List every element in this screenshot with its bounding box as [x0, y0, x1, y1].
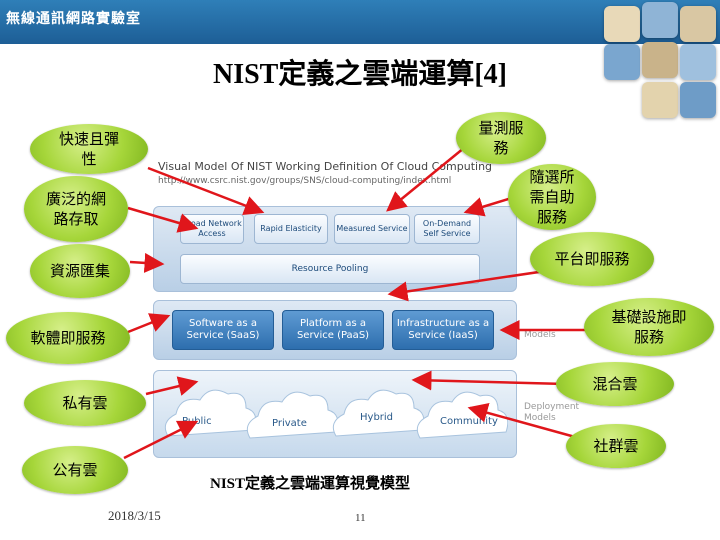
service-iaas: Infrastructure as a Service (IaaS) [392, 310, 494, 350]
bubble-resource-pooling: 資源匯集 [30, 244, 130, 298]
header-bar: 無線通訊網路實驗室 [0, 0, 720, 44]
bubble-measured-service: 量測服務 [456, 112, 546, 164]
lab-name: 無線通訊網路實驗室 [6, 11, 141, 27]
char-measured-service: Measured Service [334, 214, 410, 244]
bubble-on-demand-label: 隨選所需自助服務 [529, 168, 575, 226]
bubble-private-cloud: 私有雲 [24, 380, 146, 426]
deploy-private: Private [272, 418, 307, 429]
deploy-public: Public [182, 416, 212, 427]
service-paas: Platform as a Service (PaaS) [282, 310, 384, 350]
diagram-title: Visual Model Of NIST Working Definition … [158, 160, 493, 173]
bubble-broad-network-label: 廣泛的網路存取 [45, 190, 106, 228]
char-on-demand: On-Demand Self Service [414, 214, 480, 244]
bubble-private-cloud-label: 私有雲 [62, 394, 108, 412]
bubble-community-cloud: 社群雲 [566, 424, 666, 468]
bubble-rapid-elasticity-label: 快速且彈性 [58, 130, 119, 168]
deploy-community: Community [440, 416, 498, 427]
bubble-hybrid-cloud: 混合雲 [556, 362, 674, 406]
bubble-broad-network: 廣泛的網路存取 [24, 176, 128, 242]
clouds-graphic [164, 389, 508, 439]
bubble-iaas: 基礎設施即服務 [584, 298, 714, 356]
bubble-saas-label: 軟體即服務 [30, 329, 106, 347]
bubble-on-demand: 隨選所需自助服務 [508, 164, 596, 230]
char-broad-network: Broad Network Access [180, 214, 244, 244]
bubble-resource-pooling-label: 資源匯集 [50, 262, 111, 280]
page-number: 11 [355, 512, 366, 524]
service-saas: Software as a Service (SaaS) [172, 310, 274, 350]
bubble-public-cloud: 公有雲 [22, 446, 128, 494]
nist-model-diagram: Visual Model Of NIST Working Definition … [148, 150, 579, 462]
bubble-paas: 平台即服務 [530, 232, 654, 286]
slide-title: NIST定義之雲端運算[4] [212, 59, 507, 90]
deploy-hybrid: Hybrid [360, 412, 394, 423]
bubble-saas: 軟體即服務 [6, 312, 130, 364]
bubble-iaas-label: 基礎設施即服務 [611, 308, 687, 346]
service-side-label: Models [524, 330, 556, 340]
diagram-url: http://www.csrc.nist.gov/groups/SNS/clou… [158, 176, 452, 186]
slide-date: 2018/3/15 [108, 508, 161, 523]
bubble-measured-service-label: 量測服務 [478, 119, 524, 157]
deployment-side-label: Deployment Models [524, 402, 580, 423]
bubble-hybrid-cloud-label: 混合雲 [592, 375, 638, 393]
bubble-public-cloud-label: 公有雲 [52, 461, 98, 479]
char-rapid-elasticity: Rapid Elasticity [254, 214, 328, 244]
diagram-caption: NIST定義之雲端運算視覺模型 [210, 476, 411, 492]
resource-pooling: Resource Pooling [180, 254, 480, 284]
bubble-paas-label: 平台即服務 [554, 250, 630, 268]
decorative-cubes [600, 0, 720, 120]
bubble-community-cloud-label: 社群雲 [593, 437, 639, 455]
bubble-rapid-elasticity: 快速且彈性 [30, 124, 148, 174]
